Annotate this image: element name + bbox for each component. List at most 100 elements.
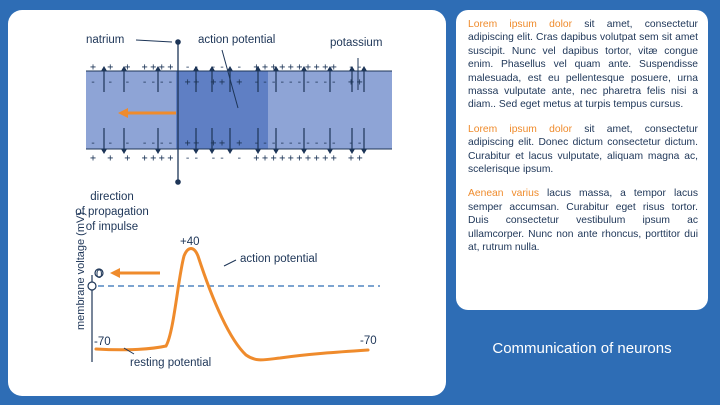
minus-sign: - [159,138,165,149]
channel-arrow-top [155,66,161,71]
label-minus70-left: -70 [94,336,111,348]
plus-sign: + [159,62,165,73]
minus-sign: - [219,153,225,164]
channel-arrow-bottom [361,149,367,154]
plus-sign: + [150,153,156,164]
plus-sign: + [331,62,337,73]
plus-sign: + [314,153,320,164]
graph-arrow-head [110,268,120,278]
channel-arrow-bottom [273,149,279,154]
plus-sign: + [314,62,320,73]
minus-sign: - [253,138,259,149]
minus-sign: - [253,77,259,88]
minus-sign: - [159,77,165,88]
minus-sign: - [288,77,294,88]
plus-sign: + [185,77,191,88]
minus-sign: - [357,62,363,73]
plus-sign: + [305,153,311,164]
channel-arrow-top [193,66,199,71]
channel-arrow-top [227,66,233,71]
plus-sign: + [271,62,277,73]
minus-sign: - [185,62,191,73]
minus-sign: - [262,138,268,149]
minus-sign: - [296,77,302,88]
natrium-pointer-dot [175,39,181,45]
minus-sign: - [210,153,216,164]
depolarized-region [176,71,268,149]
minus-sign: - [193,62,199,73]
label-minus70-right: -70 [360,335,377,347]
plus-sign: + [124,62,130,73]
minus-sign: - [90,138,96,149]
plus-sign: + [253,153,259,164]
plus-sign: + [331,153,337,164]
plus-sign: + [185,138,191,149]
plus-sign: + [357,77,363,88]
plus-sign: + [159,153,165,164]
channel-arrow-top [361,66,367,71]
plus-sign: + [193,138,199,149]
plus-sign: + [219,138,225,149]
plus-sign: + [210,138,216,149]
minus-sign: - [279,138,285,149]
minus-sign: - [331,138,337,149]
minus-sign: - [185,153,191,164]
channel-arrow-top [327,66,333,71]
minus-sign: - [124,138,130,149]
channel-arrow-top [101,66,107,71]
minus-sign: - [271,138,277,149]
channel-arrow-bottom [227,149,233,154]
channel-arrow-bottom [155,149,161,154]
plus-sign: + [279,62,285,73]
label-direction-2: of propagation [75,206,149,218]
plus-sign: + [150,62,156,73]
minus-sign: - [150,77,156,88]
diagram-panel: +++++++-----++++++++++---------+++++----… [8,10,446,396]
paragraph-3-text: lacus massa, a tempor lacus semper accum… [468,188,698,254]
action-potential-curve [94,247,370,362]
plus-sign: + [322,153,328,164]
plus-sign: + [296,153,302,164]
plus-sign: + [142,62,148,73]
plus-sign: + [142,153,148,164]
paragraph-1: Lorem ipsum dolor sit amet, consectetur … [468,18,698,112]
minus-sign: - [314,77,320,88]
plus-sign: + [167,62,173,73]
label-plus40: +40 [180,236,200,248]
channel-arrow-bottom [327,149,333,154]
minus-sign: - [262,77,268,88]
plus-sign: + [288,62,294,73]
minus-sign: - [322,138,328,149]
natrium-pointer-dot-bottom [175,179,181,185]
label-resting-potential: resting potential [130,357,211,369]
minus-sign: - [288,138,294,149]
paragraph-2-text: sit amet, consectetur adipiscing elit. D… [468,123,698,176]
minus-sign: - [150,138,156,149]
channel-arrow-bottom [209,149,215,154]
channel-arrow-top [301,66,307,71]
plus-sign: + [107,153,113,164]
minus-sign: - [90,77,96,88]
plus-sign: + [90,62,96,73]
minus-sign: - [236,153,242,164]
curve-label-leader [223,259,237,267]
minus-sign: - [142,138,148,149]
minus-sign: - [331,77,337,88]
paragraph-1-text: sit amet, consectetur adipiscing elit. C… [468,19,698,111]
plus-sign: + [296,62,302,73]
minus-sign: - [219,62,225,73]
plus-sign: + [90,153,96,164]
natrium-leader [135,39,173,43]
label-zero: 0 [96,269,102,281]
channel-arrow-bottom [193,149,199,154]
plus-sign: + [305,62,311,73]
charge-signs: +++++++-----++++++++++---------+++++----… [90,62,363,164]
y-axis-label: membrane voltage (mV) [75,212,87,330]
label-potassium: potassium [330,37,382,49]
minus-sign: - [236,62,242,73]
plus-sign: + [236,77,242,88]
plus-sign: + [262,153,268,164]
paragraph-2: Lorem ipsum dolor sit amet, consectetur … [468,123,698,177]
paragraph-3: Aenean varius lacus massa, a tempor lacu… [468,187,698,254]
paragraph-2-highlight: Lorem ipsum dolor [468,123,573,135]
